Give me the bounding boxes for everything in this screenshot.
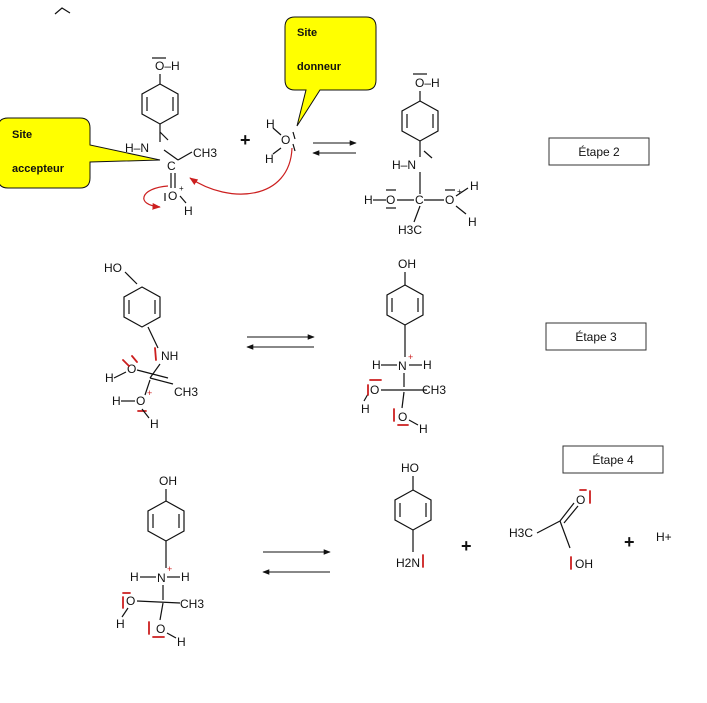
svg-text:O: O (386, 193, 395, 207)
svg-text:O: O (126, 594, 135, 608)
acetic-acid-product: H3C O OH (509, 489, 593, 571)
svg-text:NH: NH (161, 349, 178, 363)
svg-text:H3C: H3C (398, 223, 422, 237)
svg-text:O: O (398, 410, 407, 424)
svg-text:+: + (167, 564, 172, 574)
svg-text:O: O (156, 622, 165, 636)
plus-sign-2: + (461, 536, 472, 556)
svg-text:Site: Site (297, 27, 317, 39)
electron-arrow-pi (143, 185, 169, 210)
svg-text:H: H (181, 570, 190, 584)
svg-text:CH3: CH3 (422, 383, 446, 397)
svg-text:H: H (105, 371, 114, 385)
svg-text:+: + (457, 187, 462, 196)
svg-text:H3C: H3C (509, 526, 533, 540)
reactant-oxygen-charge: + (179, 184, 184, 193)
svg-text:+: + (147, 388, 152, 398)
svg-text:O: O (281, 133, 290, 147)
svg-text:O–H: O–H (415, 76, 440, 90)
svg-text:O: O (127, 362, 136, 376)
step3-product-molecule: OH H N + H H O CH3 O H (361, 257, 446, 436)
step4-label-box: Étape 4 (562, 445, 664, 474)
svg-text:H: H (468, 215, 477, 229)
svg-text:CH3: CH3 (180, 597, 204, 611)
svg-text:N: N (157, 571, 166, 585)
svg-text:O: O (136, 394, 145, 408)
svg-text:CH3: CH3 (174, 385, 198, 399)
svg-text:Site: Site (12, 129, 32, 141)
svg-text:OH: OH (575, 557, 593, 571)
svg-text:+: + (408, 352, 413, 362)
svg-text:donneur: donneur (297, 61, 342, 73)
reactant-hn: H–N (125, 141, 149, 155)
svg-text:H: H (177, 635, 186, 649)
water-molecule: H O H (265, 117, 296, 166)
svg-text:H: H (419, 422, 428, 436)
step2-product-molecule: O–H H–N H O C O + H H H3C (364, 73, 479, 237)
svg-text:H: H (372, 358, 381, 372)
plus-sign-1: + (240, 130, 251, 150)
svg-text:N: N (398, 359, 407, 373)
step4-reactant-molecule: OH H N + H O H CH3 O H (116, 474, 204, 649)
aminophenol-product: HO H2N (394, 461, 432, 570)
svg-text:O: O (370, 383, 379, 397)
reactant-carbon: C (167, 159, 176, 173)
svg-text:HO: HO (401, 461, 419, 475)
svg-text:O: O (576, 493, 585, 507)
step2-reactant-molecule: O–H H–N CH3 C O + H (125, 57, 217, 218)
corner-mark (54, 7, 71, 15)
svg-text:H: H (130, 570, 139, 584)
svg-text:H: H (116, 617, 125, 631)
svg-text:O: O (445, 193, 454, 207)
svg-text:Étape 3: Étape 3 (575, 329, 617, 344)
reactant-ch3: CH3 (193, 146, 217, 160)
reactant-top-oh: O–H (155, 59, 180, 73)
svg-text:Étape 2: Étape 2 (578, 144, 620, 159)
svg-text:H: H (150, 417, 159, 431)
svg-text:OH: OH (159, 474, 177, 488)
svg-text:HO: HO (104, 261, 122, 275)
svg-text:OH: OH (398, 257, 416, 271)
reactant-oxygen: O (168, 189, 177, 203)
svg-text:H: H (470, 179, 479, 193)
svg-text:H: H (112, 394, 121, 408)
svg-text:Étape 4: Étape 4 (592, 452, 634, 467)
plus-sign-3: + (624, 532, 635, 552)
svg-text:H: H (423, 358, 432, 372)
svg-text:H–N: H–N (392, 158, 416, 172)
electron-arrow-attack (189, 147, 293, 195)
svg-text:H: H (364, 193, 373, 207)
svg-text:C: C (415, 193, 424, 207)
step2-label-box: Étape 2 (548, 137, 650, 166)
donor-site-callout: Site donneur (284, 16, 377, 127)
step3-label-box: Étape 3 (545, 322, 647, 351)
svg-text:H: H (265, 152, 274, 166)
svg-text:accepteur: accepteur (12, 163, 65, 175)
proton-product: H+ (656, 530, 672, 544)
svg-text:H2N: H2N (396, 556, 420, 570)
acceptor-site-callout: Site accepteur (0, 117, 161, 189)
svg-text:H: H (266, 117, 275, 131)
reactant-oxygen-h: H (184, 204, 193, 218)
benzene-ring (123, 286, 161, 328)
svg-text:H: H (361, 402, 370, 416)
step3-reactant-molecule: HO NH H O CH3 H O + H (104, 261, 198, 431)
